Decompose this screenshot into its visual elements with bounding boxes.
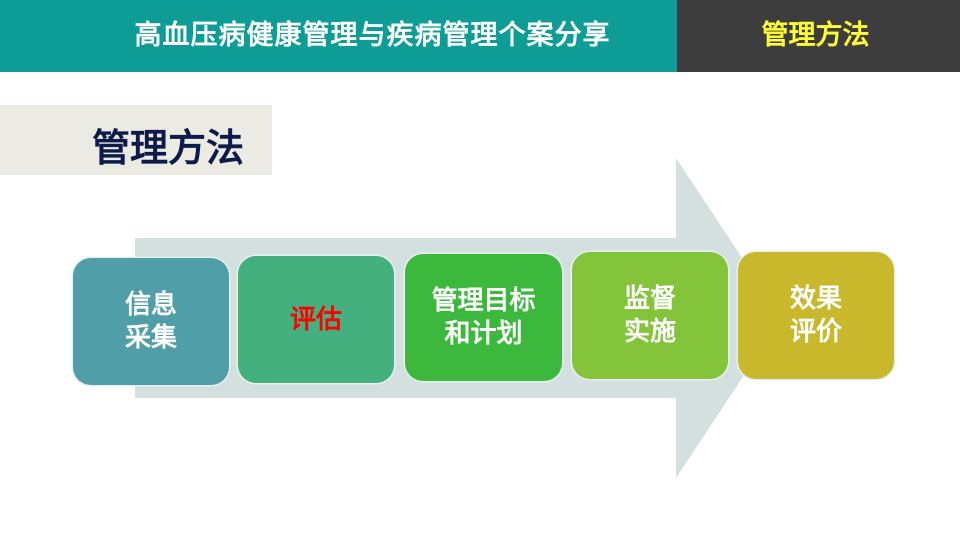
- slide-subtitle: 管理方法: [92, 126, 245, 170]
- page-title: 高血压病健康管理与疾病管理个案分享: [134, 20, 611, 51]
- section-tag-bar: [677, 0, 960, 72]
- section-tag: 管理方法: [761, 20, 870, 51]
- subtitle-band: [0, 105, 272, 175]
- step-evaluation: 效果 评价: [738, 252, 894, 379]
- step-information-collection: 信息 采集: [73, 258, 229, 385]
- step-assessment: 评估: [238, 256, 394, 383]
- header-bar: [0, 0, 677, 72]
- step-supervision: 监督 实施: [572, 252, 728, 379]
- step-goals-and-plan: 管理目标 和计划: [405, 254, 562, 381]
